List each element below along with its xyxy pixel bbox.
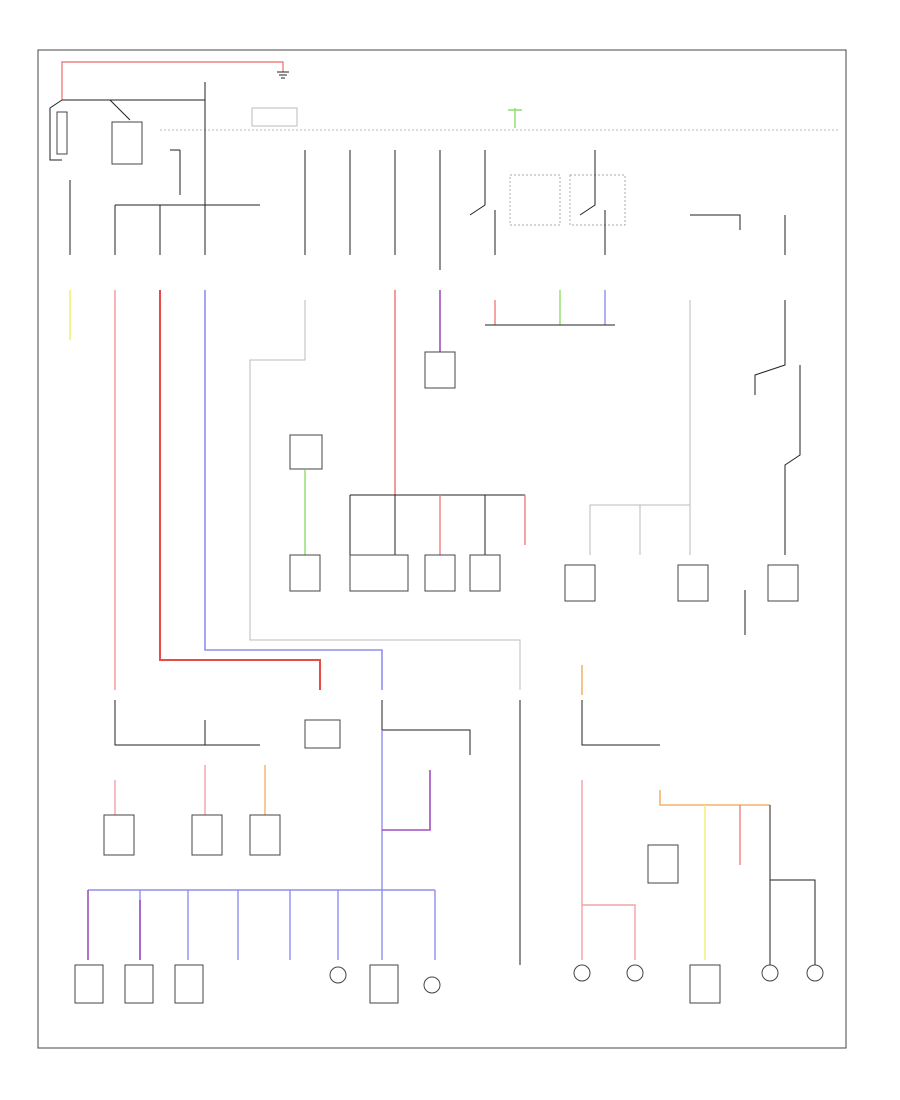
wire-sensor-feed	[249, 300, 521, 690]
component-box-b1	[74, 964, 104, 1004]
lower-right-black	[769, 805, 816, 965]
lower-center-bus	[381, 700, 471, 755]
colored-wires-left	[69, 290, 383, 690]
sensor-box	[289, 434, 323, 470]
wire-orange-bus	[659, 790, 770, 806]
connector-block-top	[251, 107, 298, 127]
lamp-symbol-lr3	[761, 964, 779, 982]
lower-right-feed	[519, 700, 660, 965]
wire-pink-branch	[582, 904, 636, 960]
ground-symbol	[277, 71, 289, 79]
component-box-lr1	[647, 844, 679, 884]
lamp-symbol-lr4	[806, 964, 824, 982]
component-box-b4	[369, 964, 399, 1004]
relay-box-1	[509, 174, 561, 226]
component-box-l3	[249, 814, 281, 856]
starter-feed	[62, 99, 131, 121]
starter-motor-box	[111, 121, 143, 165]
wire-black-drops	[349, 495, 486, 555]
right-mid-gray-bus	[589, 300, 691, 555]
component-box-m3	[424, 554, 456, 592]
diagram-frame	[37, 49, 847, 1049]
junction-marker-top	[508, 108, 522, 128]
component-box-r2	[677, 564, 709, 602]
component-box-m1	[289, 554, 321, 592]
wire-blue-main	[204, 290, 383, 690]
relay-box-2	[569, 174, 626, 226]
component-box-l2	[191, 814, 223, 856]
lamp-symbol-lr2	[626, 964, 644, 982]
component-box-b3	[174, 964, 204, 1004]
component-box-b2	[124, 964, 154, 1004]
component-box-r1	[564, 564, 596, 602]
right-mid-black-bus	[744, 300, 801, 635]
lower-switch-bus	[114, 700, 260, 746]
lamp-symbol-b2	[423, 976, 441, 994]
generator-box	[424, 351, 456, 389]
lower-left-section	[103, 700, 471, 960]
lamp-symbol-lr1	[573, 964, 591, 982]
relay-wiring	[469, 150, 606, 255]
mid-row-components	[289, 554, 501, 592]
right-mid-components	[564, 300, 801, 635]
wire-violet-loop	[382, 770, 431, 831]
relay-box-lower	[304, 719, 341, 749]
battery-cable	[49, 99, 63, 161]
lamp-symbol-b1	[329, 966, 347, 984]
fuse-bus-2	[170, 149, 181, 195]
wire-red-heavy	[159, 290, 321, 690]
component-box-m4	[469, 554, 501, 592]
bottom-distribution	[74, 889, 441, 1004]
fuse-row	[69, 82, 441, 270]
battery-section	[49, 61, 840, 165]
main-feed	[62, 82, 206, 101]
relay-section	[469, 150, 786, 326]
component-box-l1	[103, 814, 135, 856]
component-box-r3	[767, 564, 799, 602]
battery-symbol	[56, 111, 68, 155]
lower-right-section	[519, 665, 824, 1004]
component-box-lr2	[689, 964, 721, 1004]
wire-violet-bottom	[87, 890, 141, 960]
component-box-m2	[349, 554, 409, 592]
center-top-components	[249, 290, 526, 690]
battery-positive-wire	[61, 61, 284, 100]
right-feed-1	[690, 214, 741, 230]
